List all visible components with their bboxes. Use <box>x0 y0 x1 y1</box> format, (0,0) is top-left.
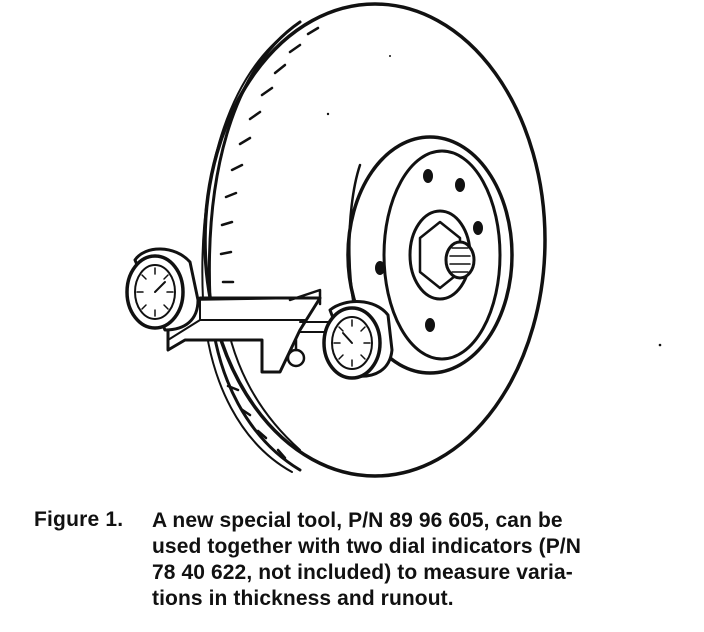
left-dial-indicator <box>125 247 200 332</box>
right-dial-indicator <box>322 300 394 380</box>
figure-label: Figure 1. <box>34 508 124 531</box>
caption-line: A new special tool, P/N 89 96 605, can b… <box>152 509 563 532</box>
special-tool-bracket <box>166 288 341 374</box>
wheel-hub <box>346 135 514 375</box>
caption-line: 78 40 622, not included) to measure vari… <box>152 561 573 584</box>
print-specks <box>326 55 662 347</box>
center-nut <box>408 209 476 301</box>
caption-line: used together with two dial indicators (… <box>152 535 581 558</box>
caption-line: tions in thickness and runout. <box>152 587 454 610</box>
figure-caption-text: A new special tool, P/N 89 96 605, can b… <box>152 508 692 612</box>
brake-disc-illustration <box>125 2 662 478</box>
bolt-holes <box>375 169 483 332</box>
disc-vent-slots <box>219 26 320 460</box>
